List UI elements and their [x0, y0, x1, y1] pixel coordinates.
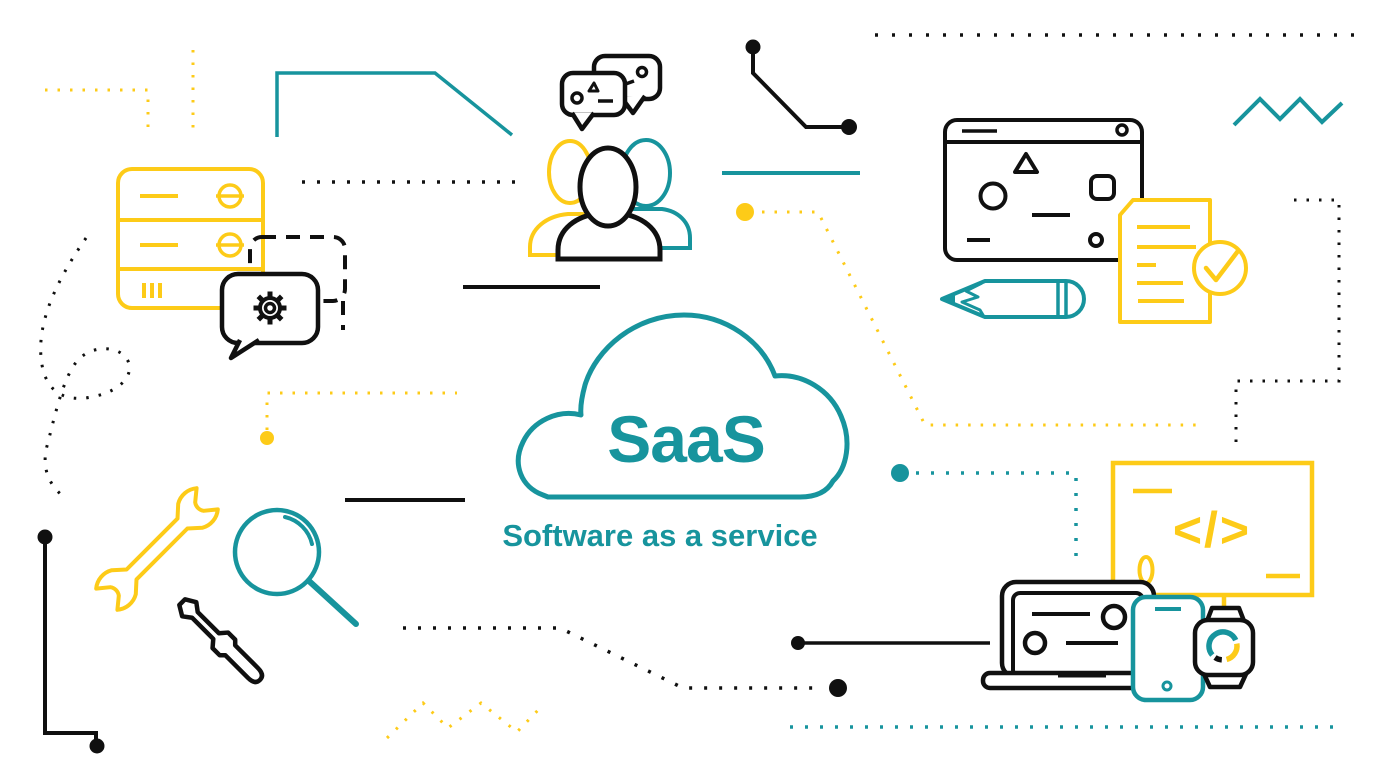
- screwdriver-icon: [177, 597, 265, 685]
- decor-yellow-dots-top-left: [45, 50, 195, 137]
- user-group-icon: [528, 138, 692, 262]
- decor-teal-dotted-corner: [891, 464, 1078, 563]
- settings-gear-bubble-icon: [219, 271, 321, 361]
- decor-line-to-laptop: [791, 636, 990, 650]
- checklist-document-icon: [1118, 198, 1248, 324]
- decor-yellow-dotted-corner: [260, 391, 457, 445]
- decor-yellow-dotted-path: [736, 203, 1200, 427]
- cloud-icon: SaaS: [515, 312, 850, 500]
- decor-yellow-zigzag-dots: [385, 700, 543, 740]
- saas-title: SaaS: [607, 402, 764, 476]
- decor-circuit-bottom-left: [37, 529, 105, 754]
- code-symbol: </>: [1173, 502, 1251, 558]
- chat-bubbles-icon: [559, 53, 663, 132]
- pencil-icon: [940, 279, 1086, 319]
- decor-teal-polyline: [275, 71, 514, 137]
- dashed-chat-bubble-icon: [248, 235, 347, 330]
- decor-teal-zigzag: [1232, 96, 1344, 127]
- loading-ring-icon: [1206, 629, 1240, 663]
- magnifying-glass-icon: [232, 507, 359, 627]
- smartwatch-icon: [1192, 605, 1256, 690]
- smartphone-icon: [1130, 594, 1206, 703]
- saas-subtitle: Software as a service: [502, 518, 817, 553]
- wrench-icon: [94, 486, 220, 612]
- decor-dotted-path-right: [1234, 198, 1341, 445]
- browser-window-icon: [943, 118, 1144, 262]
- decor-dotted-path-bottom: [403, 626, 847, 697]
- decor-circuit-top: [745, 39, 857, 135]
